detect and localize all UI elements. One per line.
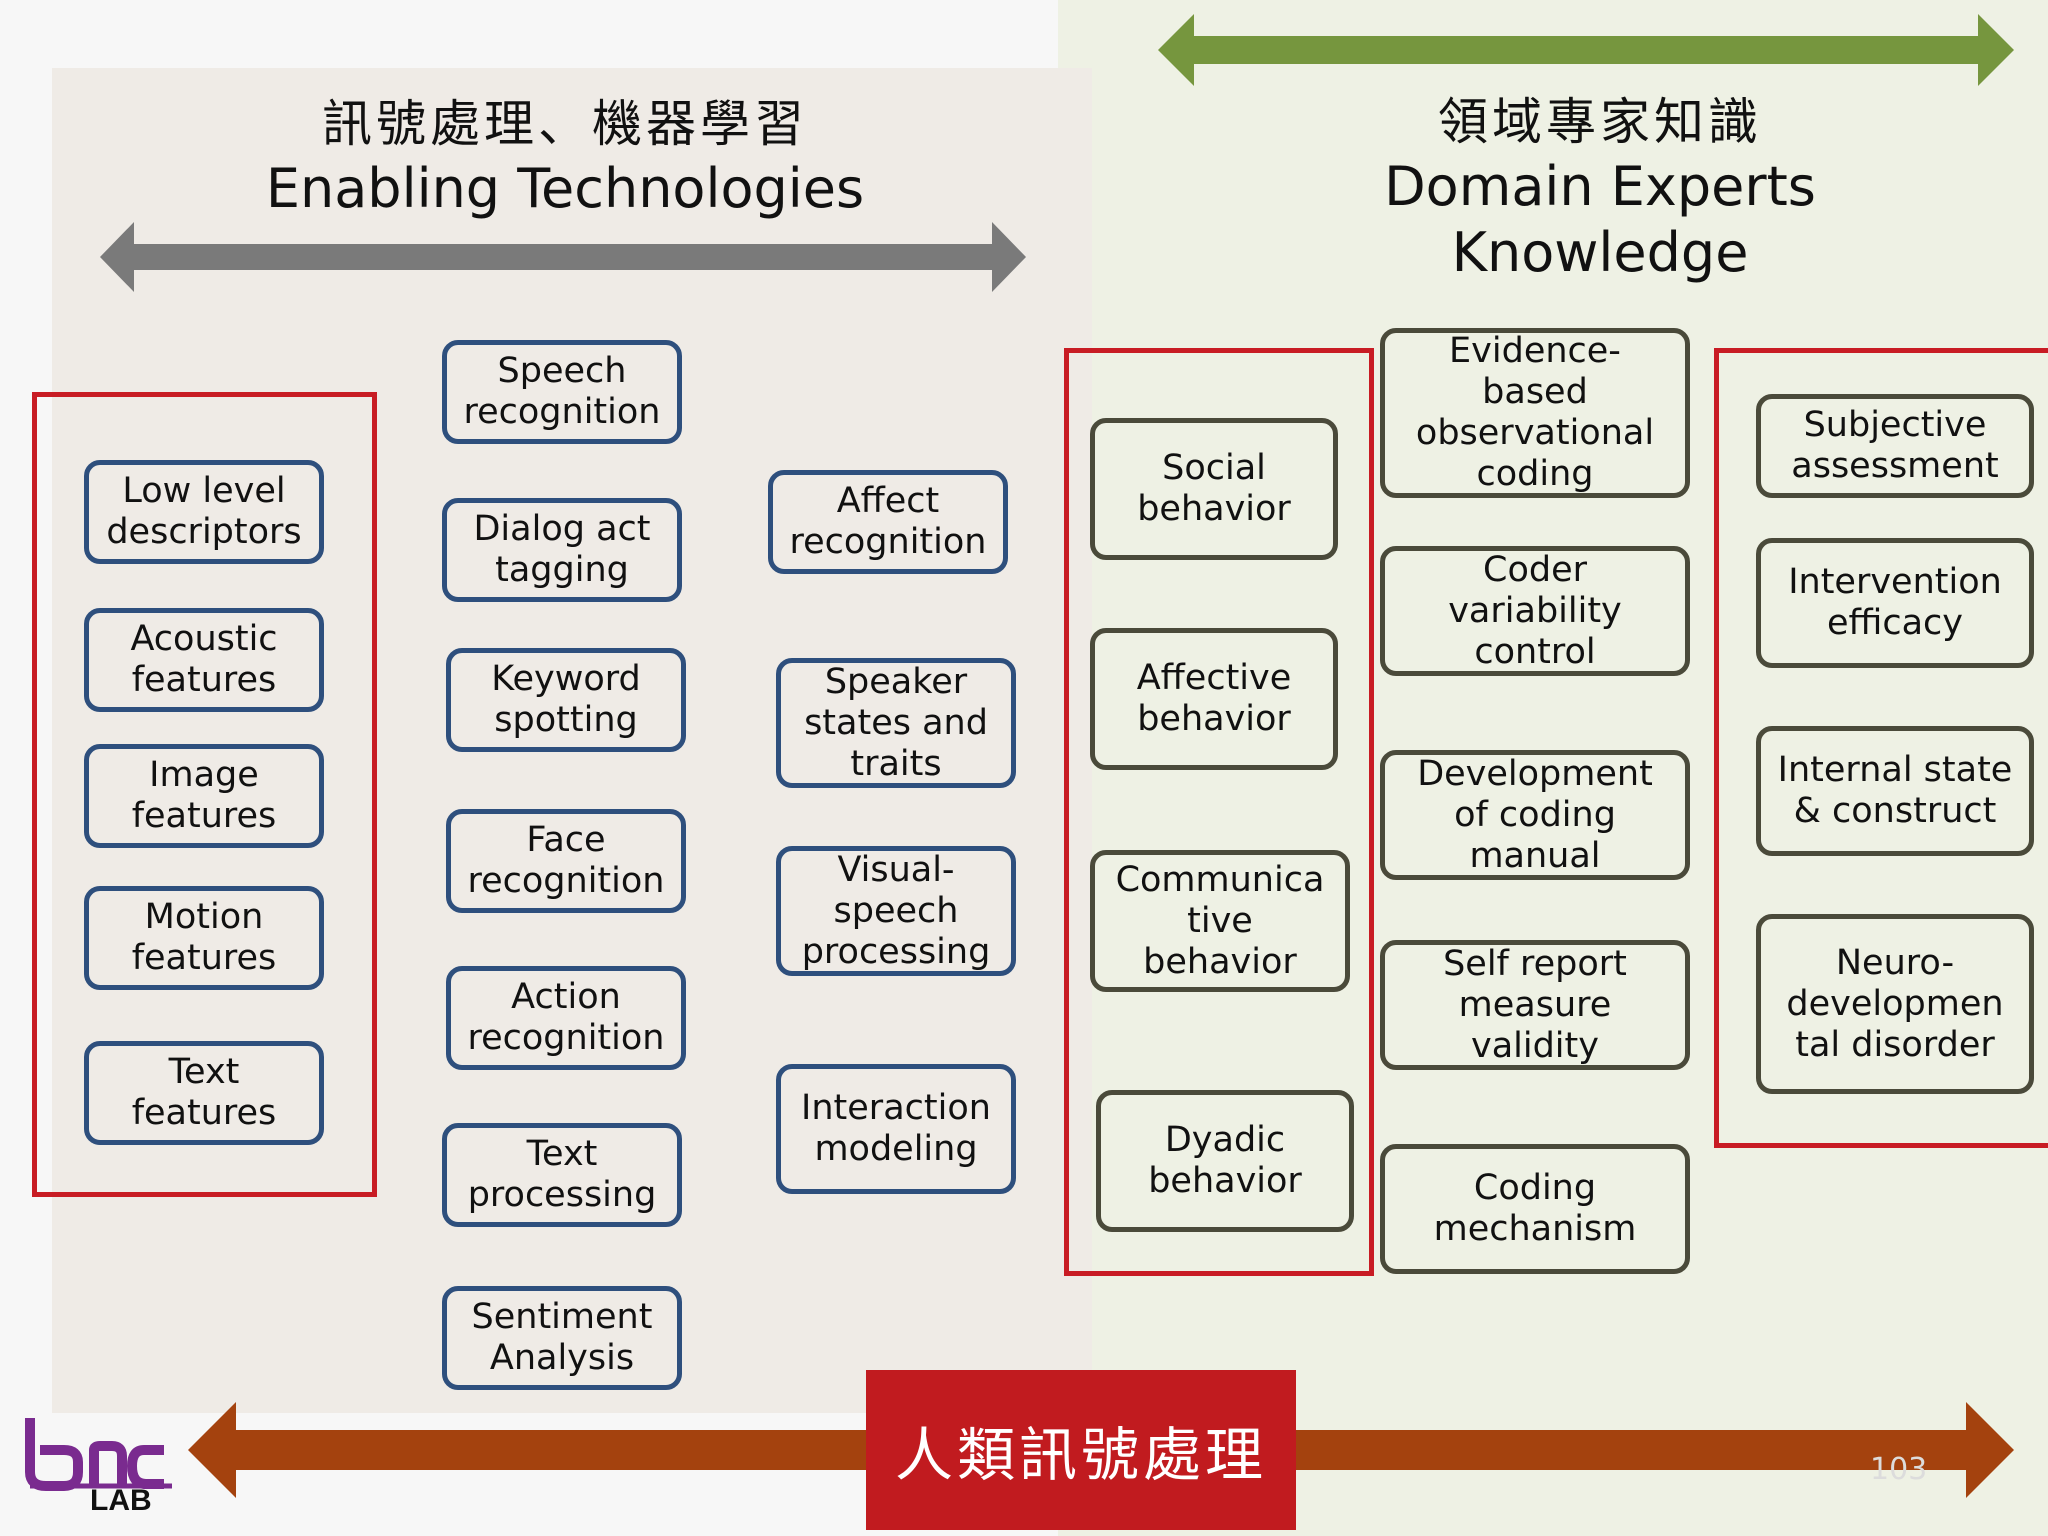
- feature-box: Motion features: [84, 886, 324, 990]
- behaviors-frame: [1064, 348, 1374, 1276]
- technology-box: Speaker states and traits: [776, 658, 1016, 788]
- left-title: 訊號處理、機器學習 Enabling Technologies: [190, 92, 940, 222]
- green-double-arrow: [1158, 14, 2014, 86]
- feature-box: Text features: [84, 1041, 324, 1145]
- enabling-technologies-panel: [52, 68, 1092, 1413]
- left-title-zh: 訊號處理、機器學習: [322, 95, 808, 153]
- coding-box: Evidence- based observational coding: [1380, 328, 1690, 498]
- technology-box: Interaction modeling: [776, 1064, 1016, 1194]
- page-number: 103: [1870, 1452, 1928, 1487]
- technology-box: Keyword spotting: [446, 648, 686, 752]
- behavior-box: Social behavior: [1090, 418, 1338, 560]
- coding-box: Development of coding manual: [1380, 750, 1690, 880]
- coding-box: Coding mechanism: [1380, 1144, 1690, 1274]
- outcomes-frame: [1714, 348, 2048, 1148]
- feature-box: Image features: [84, 744, 324, 848]
- feature-box: Acoustic features: [84, 608, 324, 712]
- behavior-box: Communica tive behavior: [1090, 850, 1350, 992]
- technology-box: Action recognition: [446, 966, 686, 1070]
- human-signal-processing-banner: 人類訊號處理: [866, 1370, 1296, 1530]
- behavior-box: Affective behavior: [1090, 628, 1338, 770]
- technology-box: Dialog act tagging: [442, 498, 682, 602]
- technology-box: Face recognition: [446, 809, 686, 913]
- logo-text: LAB: [90, 1484, 152, 1510]
- lab-logo: LAB: [25, 1418, 172, 1510]
- outcome-box: Intervention efficacy: [1756, 538, 2034, 668]
- right-title-en: Domain Experts Knowledge: [1384, 155, 1816, 284]
- outcome-box: Internal state & construct: [1756, 726, 2034, 856]
- right-title-zh: 領域專家知識: [1438, 93, 1762, 151]
- behavior-box: Dyadic behavior: [1096, 1090, 1354, 1232]
- outcome-box: Subjective assessment: [1756, 394, 2034, 498]
- coding-box: Self report measure validity: [1380, 940, 1690, 1070]
- technology-box: Sentiment Analysis: [442, 1286, 682, 1390]
- technology-box: Affect recognition: [768, 470, 1008, 574]
- right-title: 領域專家知識 Domain Experts Knowledge: [1230, 90, 1970, 286]
- outcome-box: Neuro- developmen tal disorder: [1756, 914, 2034, 1094]
- technology-box: Visual- speech processing: [776, 846, 1016, 976]
- gray-double-arrow: [100, 222, 1026, 292]
- feature-box: Low level descriptors: [84, 460, 324, 564]
- technology-box: Text processing: [442, 1123, 682, 1227]
- coding-box: Coder variability control: [1380, 546, 1690, 676]
- features-frame: [32, 392, 377, 1197]
- technology-box: Speech recognition: [442, 340, 682, 444]
- left-title-en: Enabling Technologies: [265, 157, 865, 220]
